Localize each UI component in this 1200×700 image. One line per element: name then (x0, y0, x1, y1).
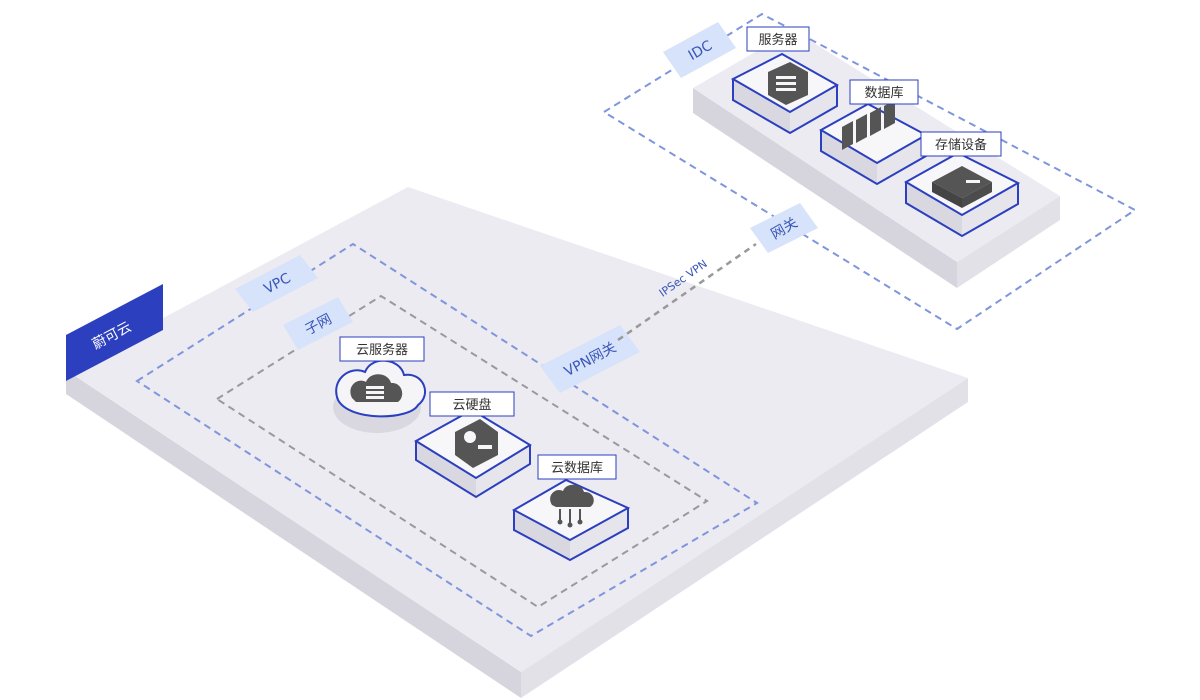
cloud-disk-node (414, 408, 532, 499)
cloud-database-icon (550, 484, 594, 528)
server-icon (768, 62, 808, 105)
cloud-database-label-box: 云数据库 (537, 454, 617, 480)
database-label-box: 数据库 (849, 79, 919, 105)
cloud-server-label: 云服务器 (356, 342, 408, 358)
database-icon (842, 100, 895, 150)
cloud-database-label: 云数据库 (551, 460, 603, 476)
server-label: 服务器 (758, 32, 797, 48)
idc-tag: IDC (663, 22, 736, 78)
cloud-server-label-box: 云服务器 (339, 336, 425, 362)
cloud-database-node (511, 478, 631, 562)
brand-tag: 蔚可云 (66, 284, 163, 381)
cloud-server-node (333, 359, 426, 433)
storage-node (903, 151, 1021, 238)
vpc-tag: VPC (235, 255, 318, 312)
cloud-server-icon (350, 374, 403, 402)
subnet-boundary (215, 294, 709, 609)
cloud-disk-label-box: 云硬盘 (429, 391, 515, 417)
server-node (730, 52, 840, 135)
cloud-disk-icon (455, 419, 498, 468)
gateway-tag: 网关 (750, 203, 818, 253)
database-node (818, 100, 929, 186)
cloud-platform (66, 187, 968, 698)
storage-label-box: 存储设备 (920, 131, 1002, 157)
storage-icon (932, 166, 992, 208)
database-label: 数据库 (864, 85, 903, 101)
storage-label: 存储设备 (935, 137, 987, 153)
server-label-box: 服务器 (746, 26, 810, 52)
subnet-tag: 子网 (283, 297, 353, 350)
cloud-disk-label: 云硬盘 (452, 397, 491, 413)
